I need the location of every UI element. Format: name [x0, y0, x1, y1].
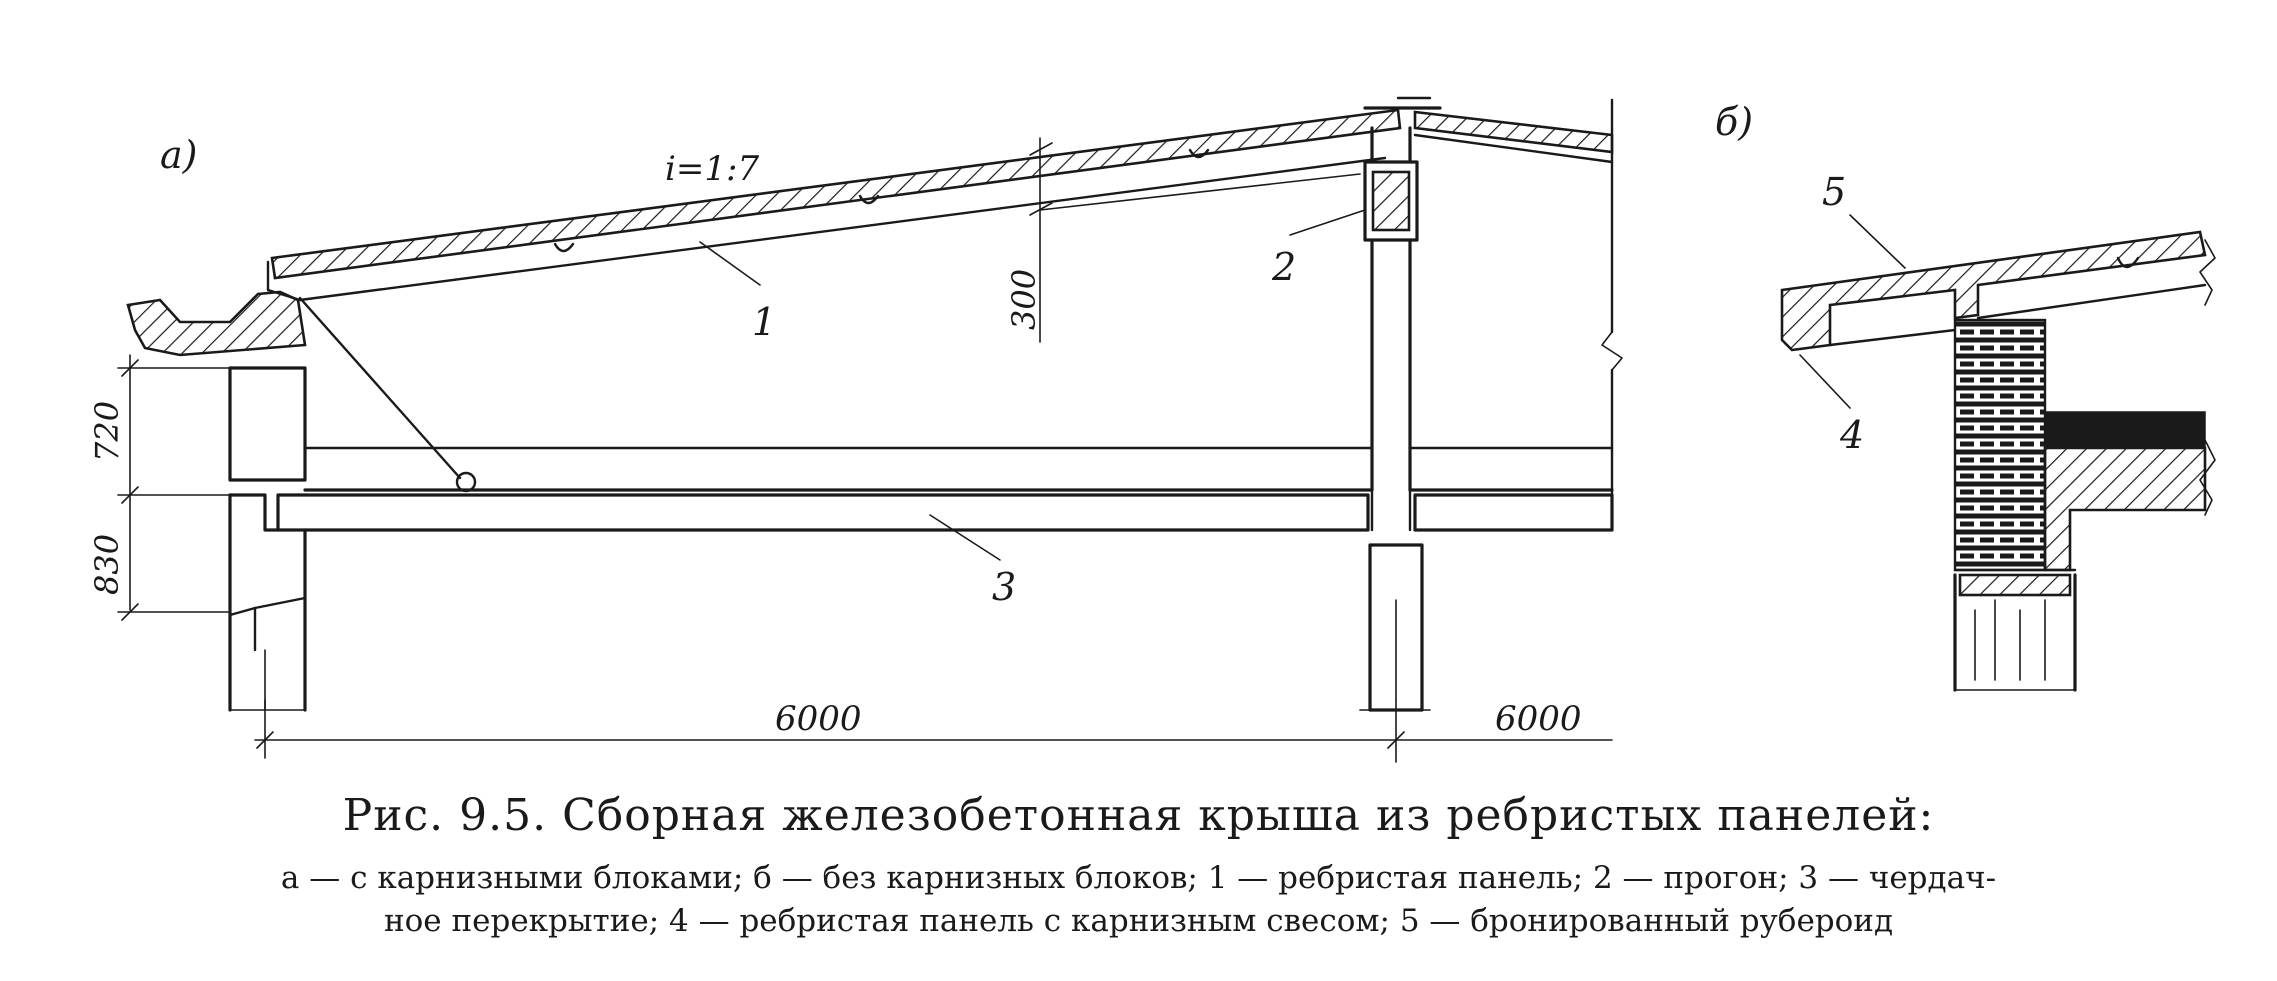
panel-b-label: б)	[1715, 100, 1753, 144]
dim-830-label: 830	[88, 534, 126, 595]
wall-block-upper	[228, 366, 307, 482]
floor-slab-b	[2043, 411, 2216, 572]
dim-6000-left-label: 6000	[775, 699, 862, 739]
dimension-720-830	[117, 354, 231, 621]
panel-b-drawing: б) 5 4	[1715, 100, 2216, 692]
eaves-panel	[1780, 230, 2216, 352]
figure-caption-line-2: ное перекрытие; 4 — ребристая панель с к…	[383, 903, 1894, 939]
right-break-line	[1601, 98, 1623, 532]
leader-lines-a	[699, 209, 1366, 561]
cornice-block	[126, 290, 307, 357]
panel-a-drawing: а) i=1:7 1 2 3 300 720 830 6000 6000	[88, 96, 1623, 763]
strut	[298, 296, 477, 493]
ribbed-roof-panel	[266, 108, 1402, 302]
item-2-label: 2	[1271, 245, 1296, 289]
dimension-300	[1029, 137, 1361, 343]
brick-wall	[1953, 318, 2077, 597]
purlin	[1363, 160, 1419, 242]
panel-a-label: а)	[160, 133, 197, 177]
dim-6000-right-label: 6000	[1495, 699, 1582, 739]
figure-caption-title: Рис. 9.5. Сборная железобетонная крыша и…	[342, 790, 1935, 841]
item-4-label: 4	[1839, 413, 1864, 457]
attic-floor	[276, 446, 1614, 532]
wall-lower-left	[228, 493, 307, 712]
dim-300-label: 300	[1005, 269, 1043, 330]
dim-720-label: 720	[88, 401, 126, 462]
column-lower	[1368, 543, 1424, 712]
item-5-label: 5	[1822, 170, 1846, 214]
item-1-label: 1	[752, 300, 776, 344]
figure-caption-line-1: а — с карнизными блоками; б — без карниз…	[280, 860, 1997, 896]
leader-lines-b	[1799, 214, 1906, 409]
right-roof-panel	[1363, 96, 1614, 164]
slope-label: i=1:7	[665, 149, 759, 189]
item-3-label: 3	[992, 565, 1016, 609]
wall-lower-b	[1953, 573, 2077, 692]
dimension-bottom	[229, 699, 1613, 763]
